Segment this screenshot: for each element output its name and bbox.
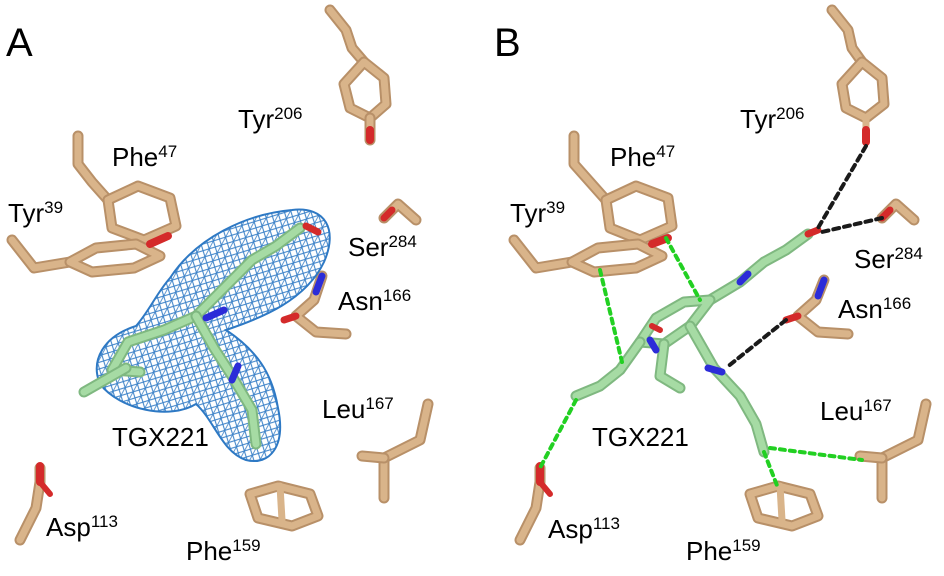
label-tgx221: TGX221: [112, 422, 209, 452]
panel-b-letter: B: [494, 21, 521, 65]
phe159-sticks: [244, 480, 324, 532]
hbond-tyr206: [816, 144, 868, 230]
tyr39-sticks: [6, 232, 172, 278]
tyr39-sticks-b: [508, 234, 672, 278]
contact-phe47: [664, 236, 702, 302]
label-ser284: Ser284: [348, 232, 417, 262]
hbond-asn166: [724, 318, 788, 370]
panel-a: A: [6, 4, 434, 566]
hbond-lines: [724, 144, 884, 370]
contact-leu167: [768, 446, 864, 462]
tgx221-ligand-b: [570, 226, 822, 458]
label-leu167-b: Leu167: [820, 396, 892, 426]
label-tyr39-b: Tyr39: [510, 198, 565, 228]
label-asp113-b: Asp113: [548, 514, 620, 544]
label-tgx221-b: TGX221: [592, 422, 689, 452]
phe159-sticks-b: [744, 480, 824, 532]
tyr206-sticks: [324, 4, 392, 146]
panel-b: B: [494, 4, 932, 566]
label-asn166-b: Asn166: [838, 294, 911, 324]
asp113-sticks-b: [514, 462, 553, 546]
label-tyr206-b: Tyr206: [740, 104, 804, 134]
contact-phe159: [762, 450, 780, 490]
tyr206-sticks-b: [826, 4, 890, 146]
asn166-sticks: [280, 270, 352, 340]
hbond-ser284: [820, 216, 884, 234]
phe47-sticks: [72, 130, 182, 246]
label-ser284-b: Ser284: [854, 244, 923, 274]
leu167-sticks-b: [854, 398, 932, 504]
label-phe47-b: Phe47: [610, 142, 675, 172]
ser284-sticks-b: [876, 198, 920, 226]
label-tyr39: Tyr39: [8, 198, 63, 228]
contact-tyr39: [598, 268, 624, 364]
label-tyr206: Tyr206: [238, 104, 302, 134]
label-phe159-b: Phe159: [686, 536, 761, 566]
ser284-sticks: [378, 198, 422, 226]
contact-lines: [538, 236, 864, 490]
asp113-sticks: [14, 462, 53, 546]
asn166-sticks-b: [782, 274, 854, 340]
label-asp113: Asp113: [46, 512, 118, 542]
label-asn166: Asn166: [338, 286, 411, 316]
leu167-sticks: [356, 398, 434, 504]
tgx221-ligand-a: [78, 222, 322, 450]
label-phe159: Phe159: [186, 536, 261, 566]
panel-a-letter: A: [6, 21, 33, 65]
contact-asp113: [538, 398, 578, 470]
label-phe47: Phe47: [112, 142, 177, 172]
phe47-sticks-b: [568, 130, 678, 246]
electron-density-mesh: [95, 208, 331, 463]
label-leu167: Leu167: [322, 394, 394, 424]
